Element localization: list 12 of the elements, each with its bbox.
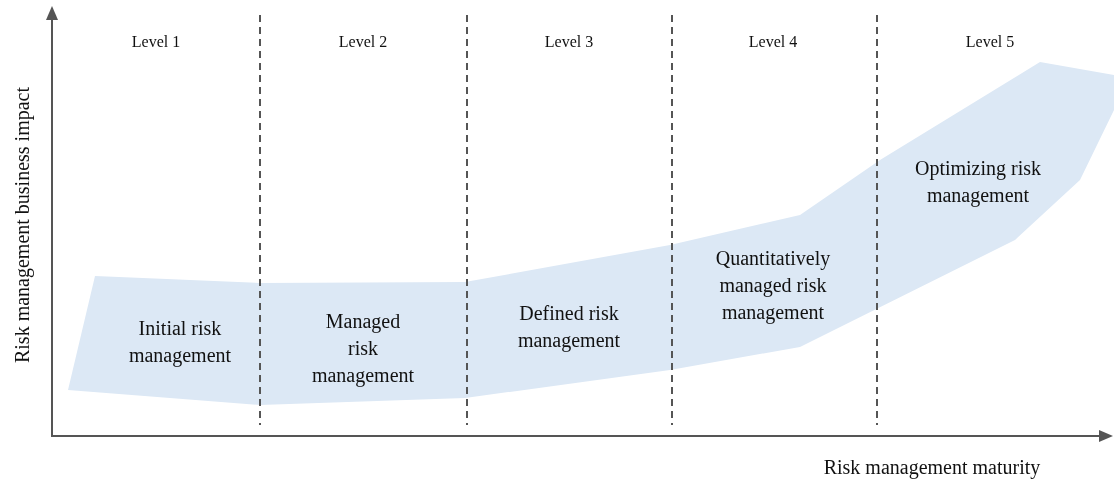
level-label: Level 4 (747, 32, 799, 52)
stage-label: Quantitatively managed risk management (714, 245, 832, 326)
level-label: Level 5 (964, 32, 1016, 52)
level-label: Level 1 (130, 32, 182, 52)
level-label: Level 2 (337, 32, 389, 52)
stage-label: Initial risk management (128, 316, 232, 369)
stage-label: Managed risk management (311, 308, 415, 389)
stage-label: Optimizing risk management (913, 156, 1043, 209)
stage-label: Defined risk management (517, 301, 621, 354)
axis-label: Risk management maturity (822, 455, 1042, 481)
axis-label: Risk management business impact (10, 85, 35, 366)
level-label: Level 3 (543, 32, 595, 52)
